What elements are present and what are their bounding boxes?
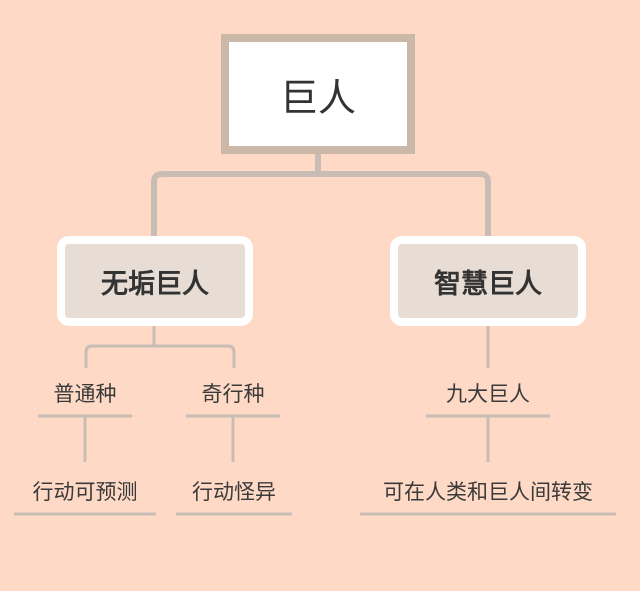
branch-label-wugou: 无垢巨人 <box>101 268 209 300</box>
leaf-jiuda: 九大巨人 <box>446 382 530 406</box>
connector-left-branch <box>84 326 156 368</box>
connector-left-branch-right <box>154 344 236 368</box>
detail-qixing: 行动怪异 <box>192 480 276 504</box>
connector-root-right <box>318 171 491 238</box>
branch-box: 智慧巨人 <box>398 244 578 318</box>
leaf-putong: 普通种 <box>53 382 117 406</box>
detail-putong: 行动可预测 <box>32 480 138 504</box>
branch-node-zhihui: 智慧巨人 <box>390 236 586 326</box>
branch-box: 无垢巨人 <box>65 244 245 318</box>
connector-root <box>151 154 321 238</box>
root-node: 巨人 <box>221 34 415 154</box>
branch-node-wugou: 无垢巨人 <box>57 236 253 326</box>
detail-jiuda: 可在人类和巨人间转变 <box>383 480 593 504</box>
branch-label-zhihui: 智慧巨人 <box>434 268 542 300</box>
root-label: 巨人 <box>279 75 356 120</box>
leaf-qixing: 奇行种 <box>201 382 265 406</box>
